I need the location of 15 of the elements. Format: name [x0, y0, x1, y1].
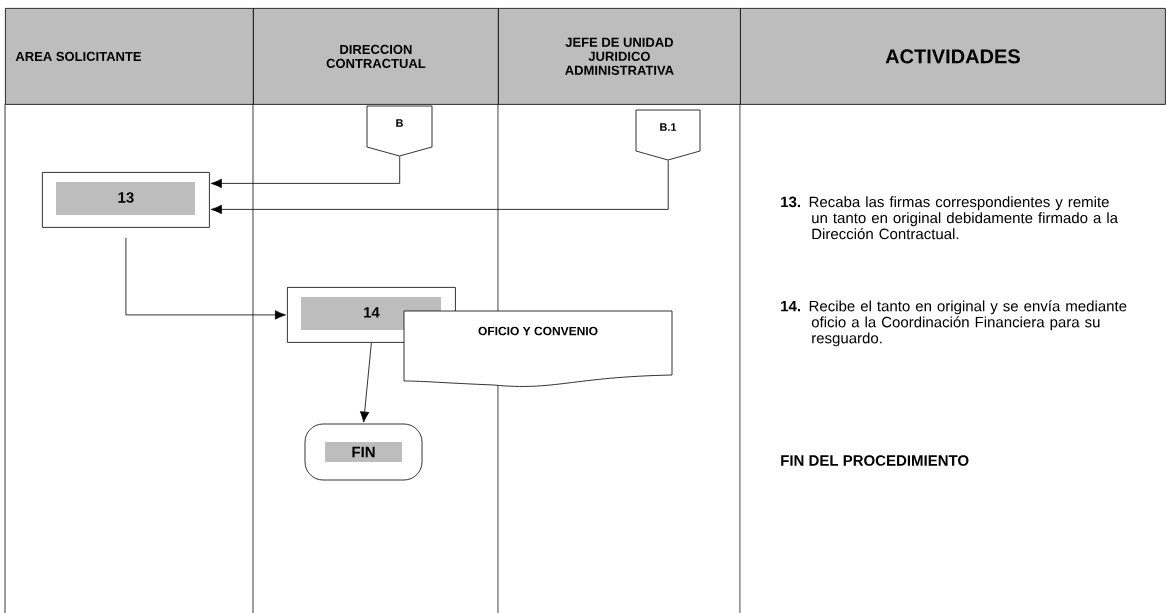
arrow	[360, 342, 372, 423]
arrow	[210, 160, 669, 215]
off-page-connector: B	[366, 105, 433, 157]
activity-text: FIN DEL PROCEDIMIENTO	[781, 455, 969, 466]
activity-text: 14. Recibe el tanto en original y se envía mediante oficio a la Coordinación Financiera para su resguardo.	[781, 300, 1127, 347]
arrow	[125, 237, 286, 320]
header-cell: AREA SOLICITANTE	[5, 8, 254, 105]
off-page-connector: B.1	[635, 109, 701, 161]
header-cell: DIRECCION CONTRACTUAL	[253, 8, 499, 105]
process-box: 13	[42, 172, 210, 228]
arrow	[210, 156, 401, 189]
node-label: ACTIVIDADES	[885, 49, 1020, 64]
header-cell: JEFE DE UNIDAD JURIDICO ADMINISTRATIVA	[498, 8, 741, 105]
header-cell: ACTIVIDADES	[740, 8, 1166, 105]
activity-text: 13. Recaba las firmas correspondientes y remite un tanto en original debidamente firmado a la Dirección Contractual.	[781, 196, 1118, 240]
